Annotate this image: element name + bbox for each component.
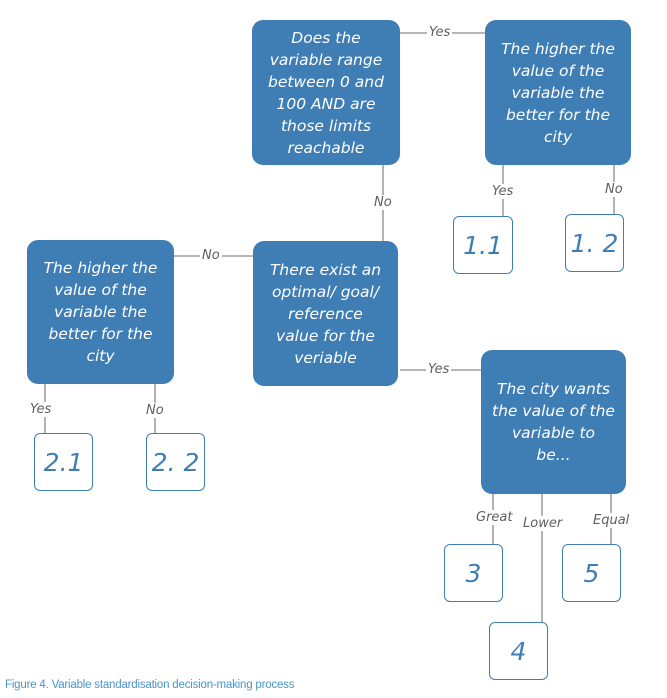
node-range-question-text: Does the variable range between 0 and 10… xyxy=(268,28,384,157)
node-city-wants: The city wants the value of the variable… xyxy=(481,350,626,494)
edge-label-optimal-no: No xyxy=(200,248,222,263)
edge-label-optimal-yes: Yes xyxy=(426,362,452,377)
node-higher-better-left-text: The higher the value of the variable the… xyxy=(43,259,158,365)
leaf-3-label: 3 xyxy=(465,558,482,588)
leaf-1-1-label: 1.1 xyxy=(463,230,503,260)
leaf-4-label: 4 xyxy=(510,636,527,666)
edge-label-range-yes: Yes xyxy=(427,25,453,40)
edge-label-great: Great xyxy=(474,510,515,525)
node-optimal-question: There exist an optimal/ goal/ reference … xyxy=(253,241,398,386)
edge-label-top-higher-yes: Yes xyxy=(490,184,516,199)
leaf-2-2: 2. 2 xyxy=(146,433,205,491)
edge-label-left-higher-no: No xyxy=(144,403,166,418)
leaf-2-2-label: 2. 2 xyxy=(151,447,200,477)
leaf-5-label: 5 xyxy=(583,558,600,588)
leaf-1-2-label: 1. 2 xyxy=(570,228,619,258)
node-city-wants-text: The city wants the value of the variable… xyxy=(492,380,615,464)
leaf-2-1-label: 2.1 xyxy=(43,447,84,477)
leaf-4: 4 xyxy=(489,622,548,680)
edge-label-equal: Equal xyxy=(591,513,632,528)
node-optimal-question-text: There exist an optimal/ goal/ reference … xyxy=(269,260,382,367)
node-range-question: Does the variable range between 0 and 10… xyxy=(252,20,400,165)
edge-label-lower: Lower xyxy=(521,516,565,531)
leaf-1-1: 1.1 xyxy=(453,216,513,274)
edge-label-left-higher-yes: Yes xyxy=(28,402,54,417)
node-higher-better-top-text: The higher the value of the variable the… xyxy=(501,39,615,146)
edge-label-range-no: No xyxy=(372,195,394,210)
edge-label-top-higher-no: No xyxy=(603,182,625,197)
leaf-5: 5 xyxy=(562,544,621,602)
node-higher-better-left: The higher the value of the variable the… xyxy=(27,240,174,384)
leaf-3: 3 xyxy=(444,544,503,602)
leaf-1-2: 1. 2 xyxy=(565,214,624,272)
leaf-2-1: 2.1 xyxy=(34,433,93,491)
node-higher-better-top: The higher the value of the variable the… xyxy=(485,20,631,165)
figure-caption: Figure 4. Variable standardisation decis… xyxy=(5,679,295,691)
